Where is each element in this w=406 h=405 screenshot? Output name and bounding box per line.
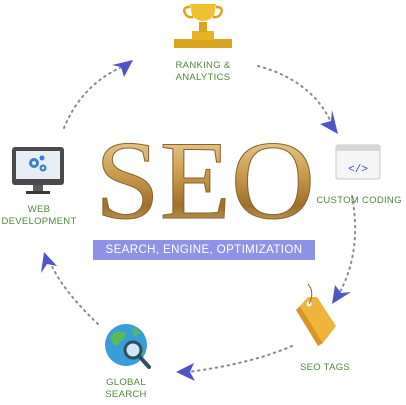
connector-web-to-ranking [63, 65, 125, 129]
custom-coding-label: CUSTOM CODING [316, 195, 402, 206]
arrowhead-to-ranking [112, 60, 133, 77]
svg-text:</>: </> [348, 164, 368, 176]
arrowhead-to-coding [320, 110, 338, 134]
subtitle-text: SEARCH, ENGINE, OPTIMIZATION [105, 244, 303, 256]
connector-search-to-web [49, 261, 99, 325]
trophy-icon [174, 4, 232, 48]
ranking-analytics-label: RANKING & ANALYTICS [175, 60, 231, 83]
monitor-gears-icon [12, 147, 64, 194]
seo-title-text: SEO [95, 122, 315, 232]
connector-ranking-to-coding [257, 65, 331, 121]
arrowhead-to-search [176, 363, 195, 381]
seo-tags-label: SEO TAGS [299, 362, 351, 373]
connector-coding-to-tags [339, 195, 357, 293]
subtitle-band: SEARCH, ENGINE, OPTIMIZATION [93, 240, 315, 260]
globe-search-icon [105, 324, 151, 369]
global-search-label: GLOBAL SEARCH [105, 377, 147, 400]
tag-icon [296, 283, 336, 346]
arrowhead-to-tags [332, 285, 351, 304]
arrowhead-to-web [41, 252, 57, 273]
web-development-label: WEB DEVELOPMENT [1, 204, 77, 227]
connector-tags-to-search [187, 345, 293, 373]
seo-title: SEO [95, 122, 316, 232]
code-window-icon: </> [335, 144, 381, 180]
